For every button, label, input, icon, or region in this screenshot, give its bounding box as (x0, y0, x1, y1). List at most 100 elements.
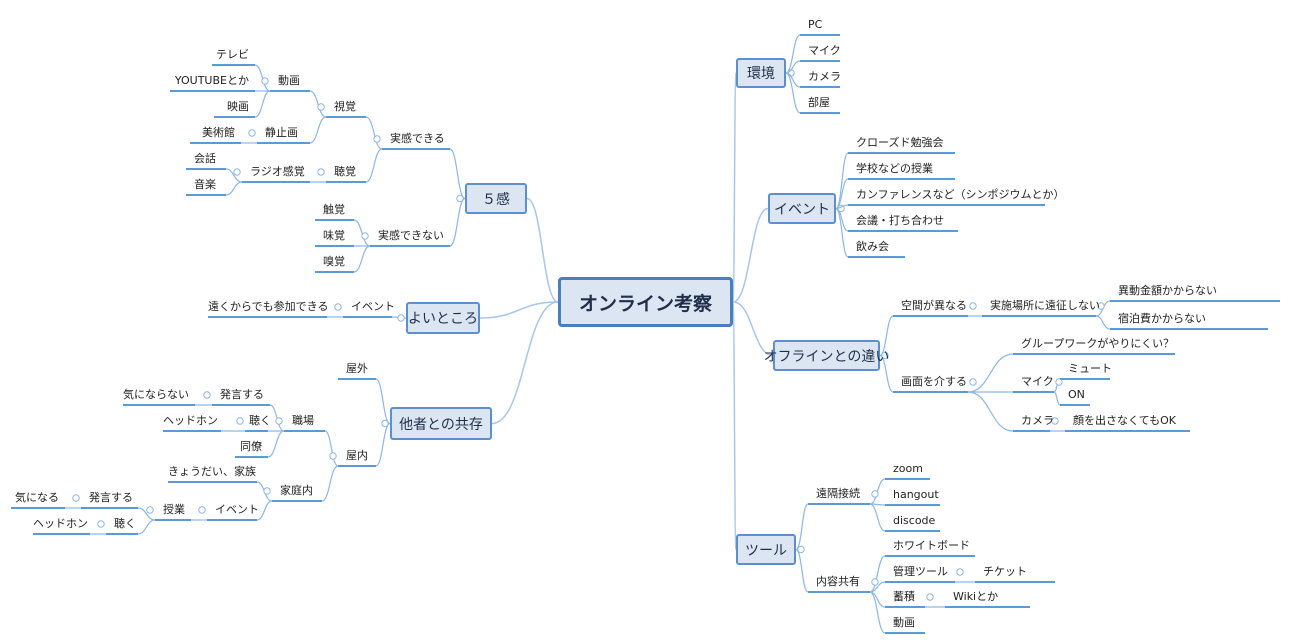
collapse-toggle-icon[interactable] (797, 545, 805, 554)
subtopic[interactable]: 異動金額かからない (1110, 282, 1280, 302)
subtopic[interactable]: 聴く (245, 412, 271, 432)
subtopic[interactable]: 気になる (11, 489, 65, 509)
central-topic[interactable]: オンライン考察 (558, 277, 733, 327)
subtopic[interactable]: ミュート (1060, 360, 1112, 380)
subtopic[interactable]: 部屋 (800, 94, 840, 114)
collapse-toggle-icon[interactable] (969, 302, 977, 310)
subtopic[interactable]: 蓄積 (885, 588, 925, 608)
topic-offline-difference[interactable]: オフラインとの違い (764, 340, 889, 371)
subtopic[interactable]: グループワークがやりにくい？ (1013, 335, 1175, 355)
subtopic[interactable]: マイク (800, 42, 841, 62)
subtopic[interactable]: 画面を介する (893, 373, 968, 393)
subtopic[interactable]: 遠くからでも参加できる (208, 298, 328, 318)
subtopic[interactable]: 飲み会 (848, 238, 905, 258)
subtopic[interactable]: 発言する (212, 386, 270, 406)
topic-five-senses[interactable]: ５感 (465, 183, 527, 214)
subtopic[interactable]: 視覚 (326, 98, 366, 118)
subtopic[interactable]: 動画 (270, 72, 310, 92)
collapse-toggle-icon[interactable] (317, 103, 325, 111)
subtopic[interactable]: 会話 (186, 150, 226, 170)
subtopic[interactable]: 聴く (106, 515, 138, 535)
subtopic[interactable]: 空間が異なる (893, 297, 968, 317)
topic-tool[interactable]: ツール (736, 534, 796, 565)
subtopic[interactable]: 管理ツール (885, 563, 955, 583)
subtopic[interactable]: 同僚 (235, 438, 268, 458)
collapse-toggle-icon[interactable] (381, 419, 389, 428)
subtopic[interactable]: 触覚 (315, 201, 354, 221)
collapse-toggle-icon[interactable] (837, 204, 845, 213)
subtopic[interactable]: マイク (1013, 373, 1054, 393)
subtopic[interactable]: 気にならない (123, 386, 195, 406)
subtopic[interactable]: 実感できる (382, 130, 450, 150)
subtopic[interactable]: 内容共有 (808, 573, 870, 593)
subtopic[interactable]: 家庭内 (272, 482, 322, 502)
subtopic[interactable]: きょうだい、家族 (168, 463, 257, 483)
subtopic[interactable]: イベント (343, 298, 395, 318)
subtopic[interactable]: discode (885, 512, 940, 532)
subtopic[interactable]: 会議・打ち合わせ (848, 212, 958, 232)
collapse-toggle-icon[interactable] (203, 391, 211, 399)
subtopic[interactable]: テレビ (212, 46, 255, 66)
subtopic[interactable]: 学校などの授業 (848, 160, 955, 180)
subtopic[interactable]: 聴覚 (326, 163, 366, 183)
subtopic[interactable]: ヘッドホン (163, 412, 221, 432)
subtopic[interactable]: 遠隔接続 (808, 485, 870, 505)
subtopic[interactable]: カメラ (800, 68, 841, 88)
collapse-toggle-icon[interactable] (456, 194, 464, 203)
subtopic[interactable]: カメラ (1013, 412, 1054, 432)
collapse-toggle-icon[interactable] (146, 506, 154, 514)
subtopic[interactable]: Wikiとか (945, 588, 1030, 608)
subtopic[interactable]: 発言する (81, 489, 138, 509)
subtopic[interactable]: イベント (207, 501, 259, 521)
collapse-toggle-icon[interactable] (871, 578, 879, 586)
subtopic[interactable]: ホワイトボード (885, 537, 975, 557)
subtopic[interactable]: 味覚 (315, 227, 354, 247)
collapse-toggle-icon[interactable] (926, 593, 934, 601)
collapse-toggle-icon[interactable] (956, 568, 964, 576)
topic-event[interactable]: イベント (768, 193, 836, 224)
subtopic[interactable]: ON (1060, 386, 1090, 406)
subtopic[interactable]: 動画 (885, 614, 925, 634)
collapse-toggle-icon[interactable] (198, 506, 206, 514)
collapse-toggle-icon[interactable] (236, 417, 244, 425)
subtopic[interactable]: 顔を出さなくてもOK (1065, 412, 1190, 432)
subtopic[interactable]: 屋外 (338, 360, 376, 380)
subtopic[interactable]: hangout (885, 486, 940, 506)
collapse-toggle-icon[interactable] (787, 69, 795, 77)
collapse-toggle-icon[interactable] (871, 490, 879, 498)
subtopic[interactable]: ヘッドホン (33, 515, 90, 535)
topic-coexistence[interactable]: 他者との共存 (390, 407, 492, 440)
subtopic[interactable]: 実感できない (370, 227, 450, 247)
topic-kankyo[interactable]: 環境 (736, 58, 786, 88)
collapse-toggle-icon[interactable] (263, 487, 271, 495)
subtopic[interactable]: 嗅覚 (315, 253, 354, 273)
collapse-toggle-icon[interactable] (334, 303, 342, 311)
collapse-toggle-icon[interactable] (329, 452, 337, 460)
collapse-toggle-icon[interactable] (72, 494, 80, 502)
subtopic[interactable]: zoom (885, 460, 930, 480)
subtopic[interactable]: カンファレンスなど（シンポジウムとか） (848, 186, 1064, 206)
subtopic[interactable]: YOUTUBEとか (170, 72, 255, 92)
collapse-toggle-icon[interactable] (261, 77, 269, 85)
subtopic[interactable]: 授業 (155, 501, 191, 521)
topic-good-points[interactable]: よいところ (406, 302, 480, 334)
subtopic[interactable]: 音楽 (186, 176, 226, 196)
collapse-toggle-icon[interactable] (397, 314, 405, 322)
subtopic[interactable]: 美術館 (190, 124, 241, 144)
subtopic[interactable]: 宿泊費かからない (1110, 310, 1268, 330)
collapse-toggle-icon[interactable] (233, 168, 241, 176)
subtopic[interactable]: クローズド勉強会 (848, 134, 955, 154)
collapse-toggle-icon[interactable] (248, 129, 256, 137)
subtopic[interactable]: 実施場所に遠征しない (982, 297, 1100, 317)
collapse-toggle-icon[interactable] (361, 232, 369, 240)
collapse-toggle-icon[interactable] (97, 520, 105, 528)
subtopic[interactable]: 屋内 (338, 447, 376, 467)
subtopic[interactable]: チケット (975, 563, 1055, 583)
subtopic[interactable]: ラジオ感覚 (242, 163, 310, 183)
subtopic[interactable]: 映画 (214, 98, 255, 118)
subtopic[interactable]: PC (800, 16, 840, 36)
collapse-toggle-icon[interactable] (317, 168, 325, 176)
subtopic[interactable]: 職場 (284, 412, 325, 432)
collapse-toggle-icon[interactable] (969, 378, 977, 386)
subtopic[interactable]: 静止画 (257, 124, 310, 144)
